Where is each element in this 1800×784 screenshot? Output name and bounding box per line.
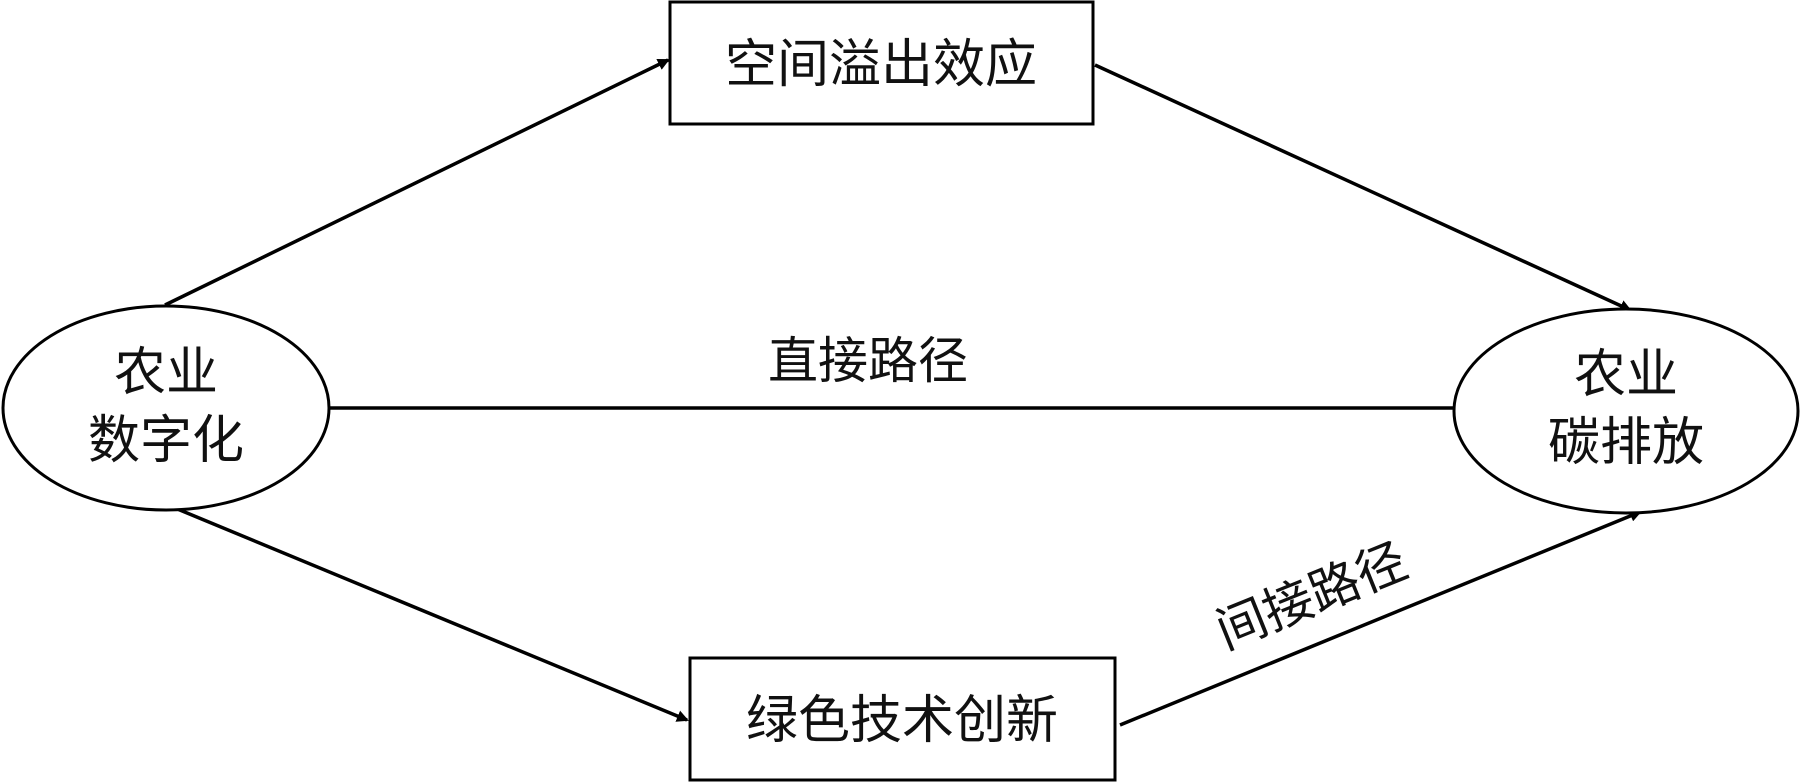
node-agri-digitalization-line1: 农业 (114, 343, 218, 403)
edge-spillover-to-target (1094, 63, 1632, 312)
node-spatial-spillover-label: 空间溢出效应 (725, 35, 1037, 95)
node-agri-digitalization-shape (1, 304, 331, 512)
node-agri-digitalization: 农业 数字化 (1, 304, 331, 512)
node-agri-carbon-emission: 农业 碳排放 (1452, 307, 1800, 515)
node-spatial-spillover-box (668, 0, 1095, 126)
direct-path-label: 直接路径 (768, 332, 968, 390)
node-green-tech-innovation: 绿色技术创新 (688, 656, 1117, 782)
node-agri-carbon-emission-shape (1452, 307, 1800, 515)
node-spatial-spillover: 空间溢出效应 (668, 0, 1095, 126)
node-green-tech-innovation-box (688, 656, 1117, 782)
node-agri-carbon-emission-line1: 农业 (1574, 345, 1678, 405)
edge-source-to-green-tech (174, 506, 689, 722)
node-green-tech-innovation-label: 绿色技术创新 (746, 691, 1058, 751)
edge-green-tech-to-target (1119, 510, 1642, 727)
node-agri-digitalization-line2: 数字化 (88, 411, 244, 471)
edge-source-to-spillover (164, 58, 670, 307)
indirect-path-label: 间接路径 (1208, 532, 1415, 661)
node-agri-carbon-emission-line2: 碳排放 (1548, 413, 1704, 473)
